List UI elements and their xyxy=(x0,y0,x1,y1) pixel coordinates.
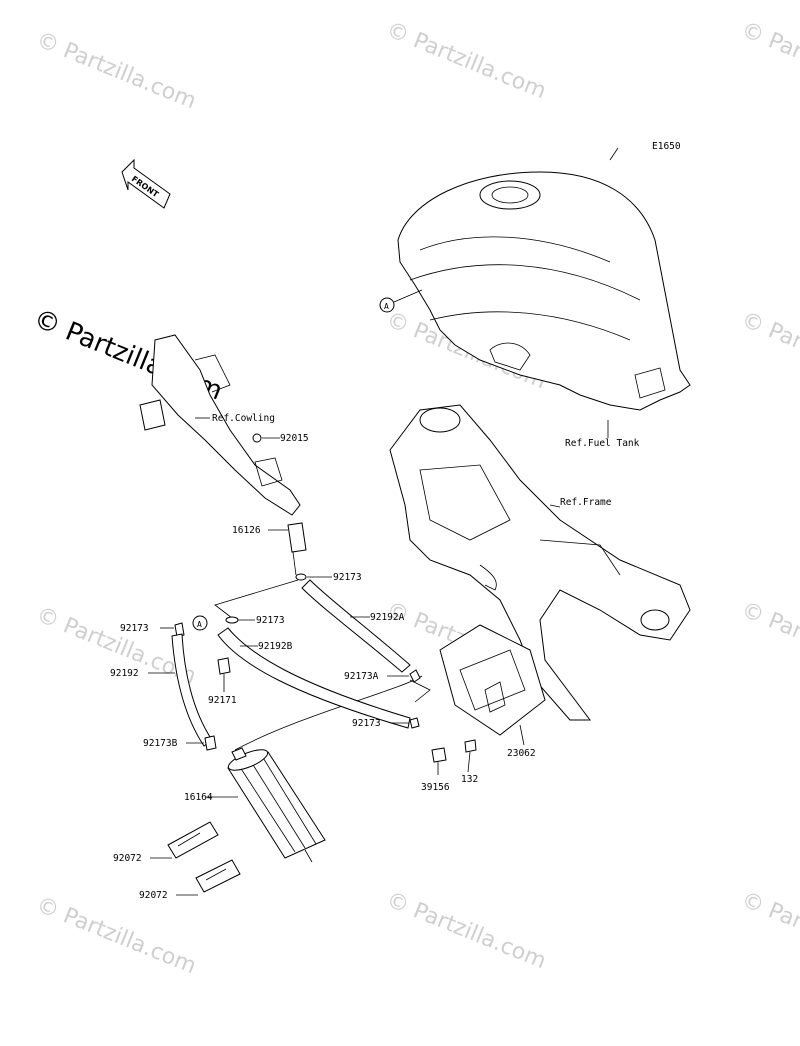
clamp-92173-top xyxy=(295,573,332,581)
canister-16164 xyxy=(205,747,326,863)
valve-16126 xyxy=(268,522,307,576)
fuel-tank xyxy=(397,147,691,438)
watermark: © Partzilla.com xyxy=(33,27,200,114)
label-92173-left: 92173 xyxy=(120,623,149,634)
label-92173B: 92173B xyxy=(143,738,178,749)
front-arrow-icon: FRONT xyxy=(121,158,171,209)
diagram-code: E1650 xyxy=(652,141,681,152)
frame xyxy=(389,404,691,721)
clamp-92173-low xyxy=(390,717,420,729)
nut-92015 xyxy=(252,433,280,443)
label-23062: 23062 xyxy=(507,748,536,759)
clamp-92173A xyxy=(387,669,421,683)
label-39156: 39156 xyxy=(421,782,450,793)
hose-92192B xyxy=(217,627,411,729)
watermark: © Partzilla.com xyxy=(738,307,800,394)
label-92171: 92171 xyxy=(208,695,237,706)
clamp-92173-left xyxy=(160,622,185,638)
callout-letter: A xyxy=(197,620,202,629)
bracket-cowling xyxy=(139,334,301,516)
label-132: 132 xyxy=(461,774,478,785)
label-92192B: 92192B xyxy=(258,641,293,652)
band-92072-a xyxy=(150,821,219,859)
label-16126: 16126 xyxy=(232,525,261,536)
watermark: © Partzilla.com xyxy=(383,887,550,974)
label-16164: 16164 xyxy=(184,792,213,803)
ref-frame-label: Ref.Frame xyxy=(560,497,612,508)
band-92072-b xyxy=(176,859,241,896)
part-39156 xyxy=(431,747,447,775)
label-92173-top: 92173 xyxy=(333,572,362,583)
label-92015: 92015 xyxy=(280,433,309,444)
label-92173A: 92173A xyxy=(344,671,379,682)
label-92192A: 92192A xyxy=(370,612,405,623)
clamp-92173B xyxy=(186,735,217,751)
hose-92192A xyxy=(301,579,411,673)
callout-a-hose: A xyxy=(192,615,208,631)
bolt-132 xyxy=(464,739,477,773)
label-92192: 92192 xyxy=(110,668,139,679)
watermark: © Partzilla.com xyxy=(738,17,800,104)
label-92072-b: 92072 xyxy=(139,890,168,901)
label-92173-low: 92173 xyxy=(352,718,381,729)
label-92173-mid: 92173 xyxy=(256,615,285,626)
clip-92171 xyxy=(217,657,231,692)
module-23062 xyxy=(439,624,546,746)
callout-a-tank: A xyxy=(379,289,423,313)
clamp-92173-mid xyxy=(225,616,255,624)
watermark: © Partzilla.com xyxy=(383,17,550,104)
ref-cowling-label: Ref.Cowling xyxy=(212,413,275,424)
watermark: © Partzilla.com xyxy=(738,597,800,684)
ref-fuel-tank-label: Ref.Fuel Tank xyxy=(565,438,640,449)
watermark: © Partzilla.com xyxy=(738,887,800,974)
watermark: © Partzilla.com xyxy=(33,892,200,979)
callout-letter: A xyxy=(384,302,389,311)
label-92072-a: 92072 xyxy=(113,853,142,864)
